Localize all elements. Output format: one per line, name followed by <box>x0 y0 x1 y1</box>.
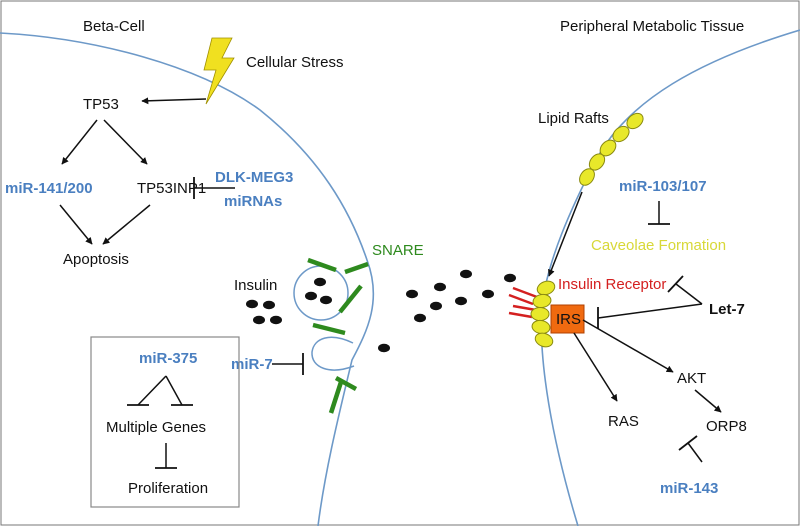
stress-to-tp53-arrow <box>141 97 207 105</box>
apoptosis-label: Apoptosis <box>63 251 129 268</box>
insulin-receptor-icon <box>508 286 538 319</box>
insulin-granules-vesicle <box>305 277 332 305</box>
extracellular-insulin-granules <box>406 269 516 323</box>
snare-label: SNARE <box>372 242 424 259</box>
fusing-vesicle <box>311 336 355 371</box>
mir-375-label: miR-375 <box>139 350 197 367</box>
dlk-mirnas-label: miRNAs <box>224 193 282 210</box>
tp53-to-tp53inp1-arrow <box>103 119 148 165</box>
peripheral-cell-membrane <box>540 29 800 526</box>
mir-141-200-label: miR-141/200 <box>5 180 93 197</box>
lipid-raft-beads-receptor <box>530 280 556 348</box>
peripheral-tissue-title: Peripheral Metabolic Tissue <box>560 18 744 35</box>
mir143-inhibition-bar <box>678 435 698 451</box>
proliferation-label: Proliferation <box>128 480 208 497</box>
irs-box <box>550 304 585 334</box>
mir-7-label: miR-7 <box>231 356 273 373</box>
mir141-to-apoptosis-arrow <box>59 204 93 245</box>
mir143-inhibition-line <box>687 442 703 463</box>
beta-cell-title: Beta-Cell <box>83 18 145 35</box>
lipid-raft-beads-top <box>579 112 644 186</box>
mir-143-label: miR-143 <box>660 480 718 497</box>
akt-to-orp8-arrow <box>694 389 722 413</box>
let7-inhibition-lines <box>597 275 703 329</box>
beta-cell-membrane <box>0 32 375 526</box>
insulin-granules-cytoplasm <box>246 299 282 325</box>
mir375-inhibition-lines <box>127 375 193 406</box>
dlk-meg3-label: DLK-MEG3 <box>215 169 293 186</box>
let-7-label: Let-7 <box>709 301 745 318</box>
lipid-rafts-label: Lipid Rafts <box>538 110 609 127</box>
irs-to-ras-arrow <box>573 332 618 402</box>
insulin-label: Insulin <box>234 277 277 294</box>
lightning-icon <box>203 37 235 105</box>
snare-proteins <box>307 257 369 414</box>
tp53-label: TP53 <box>83 96 119 113</box>
cellular-stress-label: Cellular Stress <box>246 54 344 71</box>
ras-label: RAS <box>608 413 639 430</box>
tp53inp1-label: TP53INP1 <box>137 180 206 197</box>
multiple-genes-label: Multiple Genes <box>106 419 206 436</box>
caveolae-formation-label: Caveolae Formation <box>591 237 726 254</box>
irs-to-akt-arrow <box>582 319 674 373</box>
akt-label: AKT <box>677 370 706 387</box>
secreted-insulin-granule <box>378 343 390 353</box>
lipid-rafts-to-receptor-arrow <box>548 191 583 277</box>
orp8-label: ORP8 <box>706 418 747 435</box>
tp53-to-mir141-arrow <box>61 119 98 165</box>
mir-375-box <box>90 336 240 508</box>
insulin-receptor-label: Insulin Receptor <box>558 276 666 293</box>
mir-103-107-label: miR-103/107 <box>619 178 707 195</box>
tp53inp1-to-apoptosis-arrow <box>102 204 151 245</box>
irs-label: IRS <box>556 311 581 328</box>
